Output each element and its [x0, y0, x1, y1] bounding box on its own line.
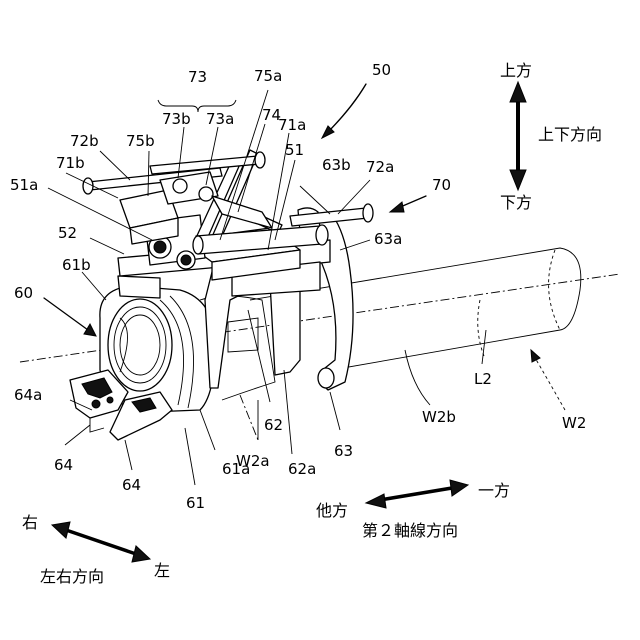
label-71a: 71a — [278, 116, 306, 134]
label-73a: 73a — [206, 110, 234, 128]
label-51: 51 — [285, 141, 304, 159]
label-51a: 51a — [10, 176, 38, 194]
direction-up: 上方 — [500, 61, 532, 80]
label-70: 70 — [432, 176, 451, 194]
label-72a: 72a — [366, 158, 394, 176]
direction-right: 右 — [22, 513, 38, 532]
direction-updown: 上下方向 — [538, 125, 602, 144]
label-64-right: 64 — [122, 476, 141, 494]
label-l2: L2 — [474, 370, 492, 388]
axis-direction-arrow[interactable] — [366, 480, 468, 508]
direction-one-side: 一方 — [478, 481, 510, 500]
label-73: 73 — [188, 68, 207, 86]
updown-arrow[interactable] — [510, 82, 526, 190]
label-63a: 63a — [374, 230, 402, 248]
label-60: 60 — [14, 284, 33, 302]
label-61: 61 — [186, 494, 205, 512]
leftright-arrow[interactable] — [52, 522, 150, 562]
direction-second-axis: 第２軸線方向 — [362, 521, 458, 540]
label-52: 52 — [58, 224, 77, 242]
label-75b: 75b — [126, 132, 155, 150]
label-75a: 75a — [254, 67, 282, 85]
direction-down: 下方 — [500, 193, 532, 212]
direction-other-side: 他方 — [316, 501, 348, 520]
label-50: 50 — [372, 61, 391, 79]
label-73b: 73b — [162, 110, 191, 128]
label-w2b: W2b — [422, 408, 456, 426]
label-w2: W2 — [562, 414, 586, 432]
arrow-50 — [322, 84, 366, 138]
arrow-60 — [44, 298, 96, 336]
arrow-w2 — [531, 350, 565, 410]
label-62a: 62a — [288, 460, 316, 478]
label-72b: 72b — [70, 132, 99, 150]
label-64a: 64a — [14, 386, 42, 404]
label-62: 62 — [264, 416, 283, 434]
label-64-left: 64 — [54, 456, 73, 474]
label-63: 63 — [334, 442, 353, 460]
label-61a: 61a — [222, 460, 250, 478]
label-71b: 71b — [56, 154, 85, 172]
direction-leftright: 左右方向 — [40, 567, 104, 586]
label-63b: 63b — [322, 156, 351, 174]
arrow-70 — [390, 196, 426, 212]
direction-left: 左 — [154, 561, 170, 580]
label-61b: 61b — [62, 256, 91, 274]
